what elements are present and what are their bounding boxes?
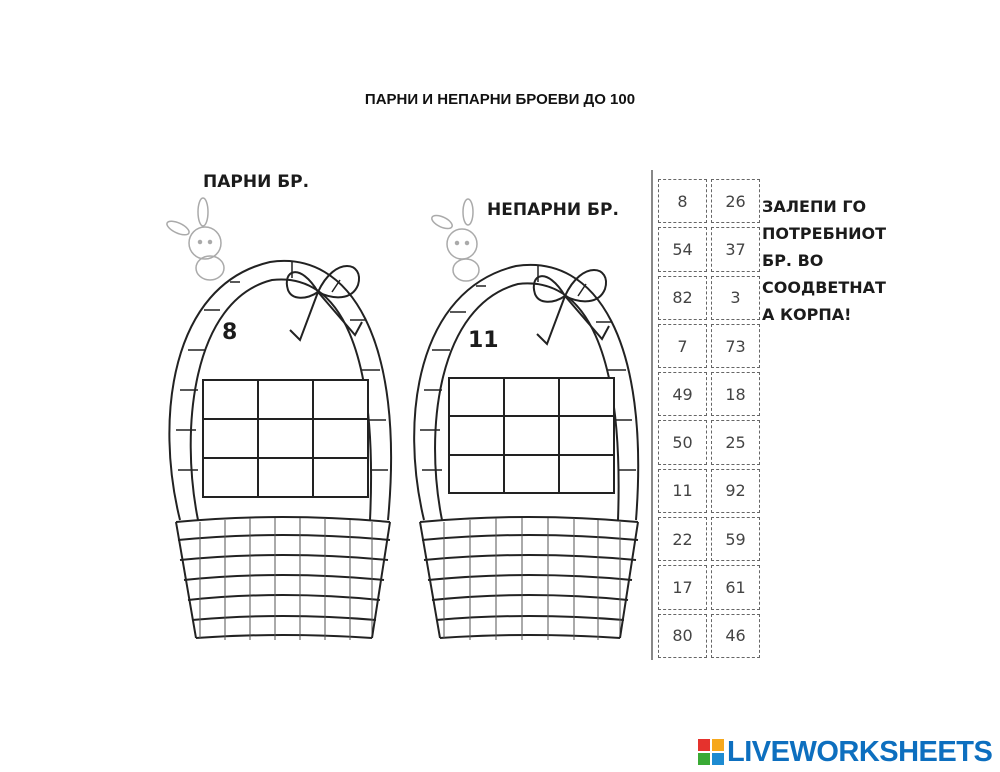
left-basket [166,197,392,640]
instruction-line: А КОРПА! [762,305,852,324]
drop-cell[interactable] [559,378,614,417]
liveworksheets-logo-icon [698,739,724,765]
drop-cell[interactable] [203,419,258,458]
drop-cell[interactable] [258,419,313,458]
number-card[interactable]: 80 [658,613,707,658]
bow-icon [532,269,610,346]
number-card[interactable]: 18 [711,372,760,417]
number-card[interactable]: 82 [658,275,707,320]
drop-cell[interactable] [559,416,614,455]
page-title: ПАРНИ И НЕПАРНИ БРОЕВИ ДО 100 [364,91,636,108]
bow-icon [285,265,363,342]
number-card[interactable]: 92 [711,468,760,514]
drop-cell[interactable] [449,416,504,455]
number-card[interactable]: 59 [711,517,760,562]
drop-cell[interactable] [313,458,368,497]
even-example-number: 8 [222,320,238,345]
number-card[interactable]: 26 [711,179,760,224]
odd-drop-grid [448,377,615,494]
instruction-text: ЗАЛЕПИ ГО ПОТРЕБНИОТ БР. ВО СООДВЕТНАТ А… [762,193,962,328]
drop-cell[interactable] [258,380,313,419]
even-drop-grid [202,379,369,498]
brand-name: LIVEWORKSHEETS [727,735,993,768]
number-card[interactable]: 50 [658,420,707,465]
number-card[interactable]: 61 [711,565,760,610]
number-card[interactable]: 25 [711,420,760,465]
number-card[interactable]: 54 [658,227,707,272]
drop-cell[interactable] [504,378,559,417]
drop-cell[interactable] [203,380,258,419]
number-card[interactable]: 46 [711,613,760,658]
even-basket-label: ПАРНИ БР. [203,172,310,192]
number-card[interactable]: 3 [711,275,760,320]
drop-cell[interactable] [258,458,313,497]
liveworksheets-brand[interactable]: LIVEWORKSHEETS [698,735,993,768]
instruction-line: БР. ВО [762,251,824,270]
odd-example-number: 11 [468,328,499,353]
number-card[interactable]: 8 [658,179,707,224]
bunny-icon [166,197,225,281]
drop-cell[interactable] [559,454,614,493]
drop-cell[interactable] [504,416,559,455]
drop-cell[interactable] [449,378,504,417]
instruction-line: ЗАЛЕПИ ГО [762,197,867,216]
number-bank: 8 26 54 37 82 3 7 73 49 18 50 25 11 92 2… [656,177,762,660]
drop-cell[interactable] [313,419,368,458]
bunny-icon [431,198,480,282]
number-card[interactable]: 37 [711,227,760,272]
cut-line [651,170,653,660]
drop-cell[interactable] [203,458,258,497]
drop-cell[interactable] [449,454,504,493]
number-card[interactable]: 22 [658,517,707,562]
number-card[interactable]: 11 [658,468,707,514]
instruction-line: ПОТРЕБНИОТ [762,224,887,243]
instruction-line: СООДВЕТНАТ [762,278,886,297]
drop-cell[interactable] [504,454,559,493]
number-card[interactable]: 17 [658,565,707,610]
drop-cell[interactable] [313,380,368,419]
odd-basket-label: НЕПАРНИ БР. [487,200,619,220]
number-card[interactable]: 49 [658,372,707,417]
number-card[interactable]: 7 [658,323,707,369]
number-card[interactable]: 73 [711,323,760,369]
